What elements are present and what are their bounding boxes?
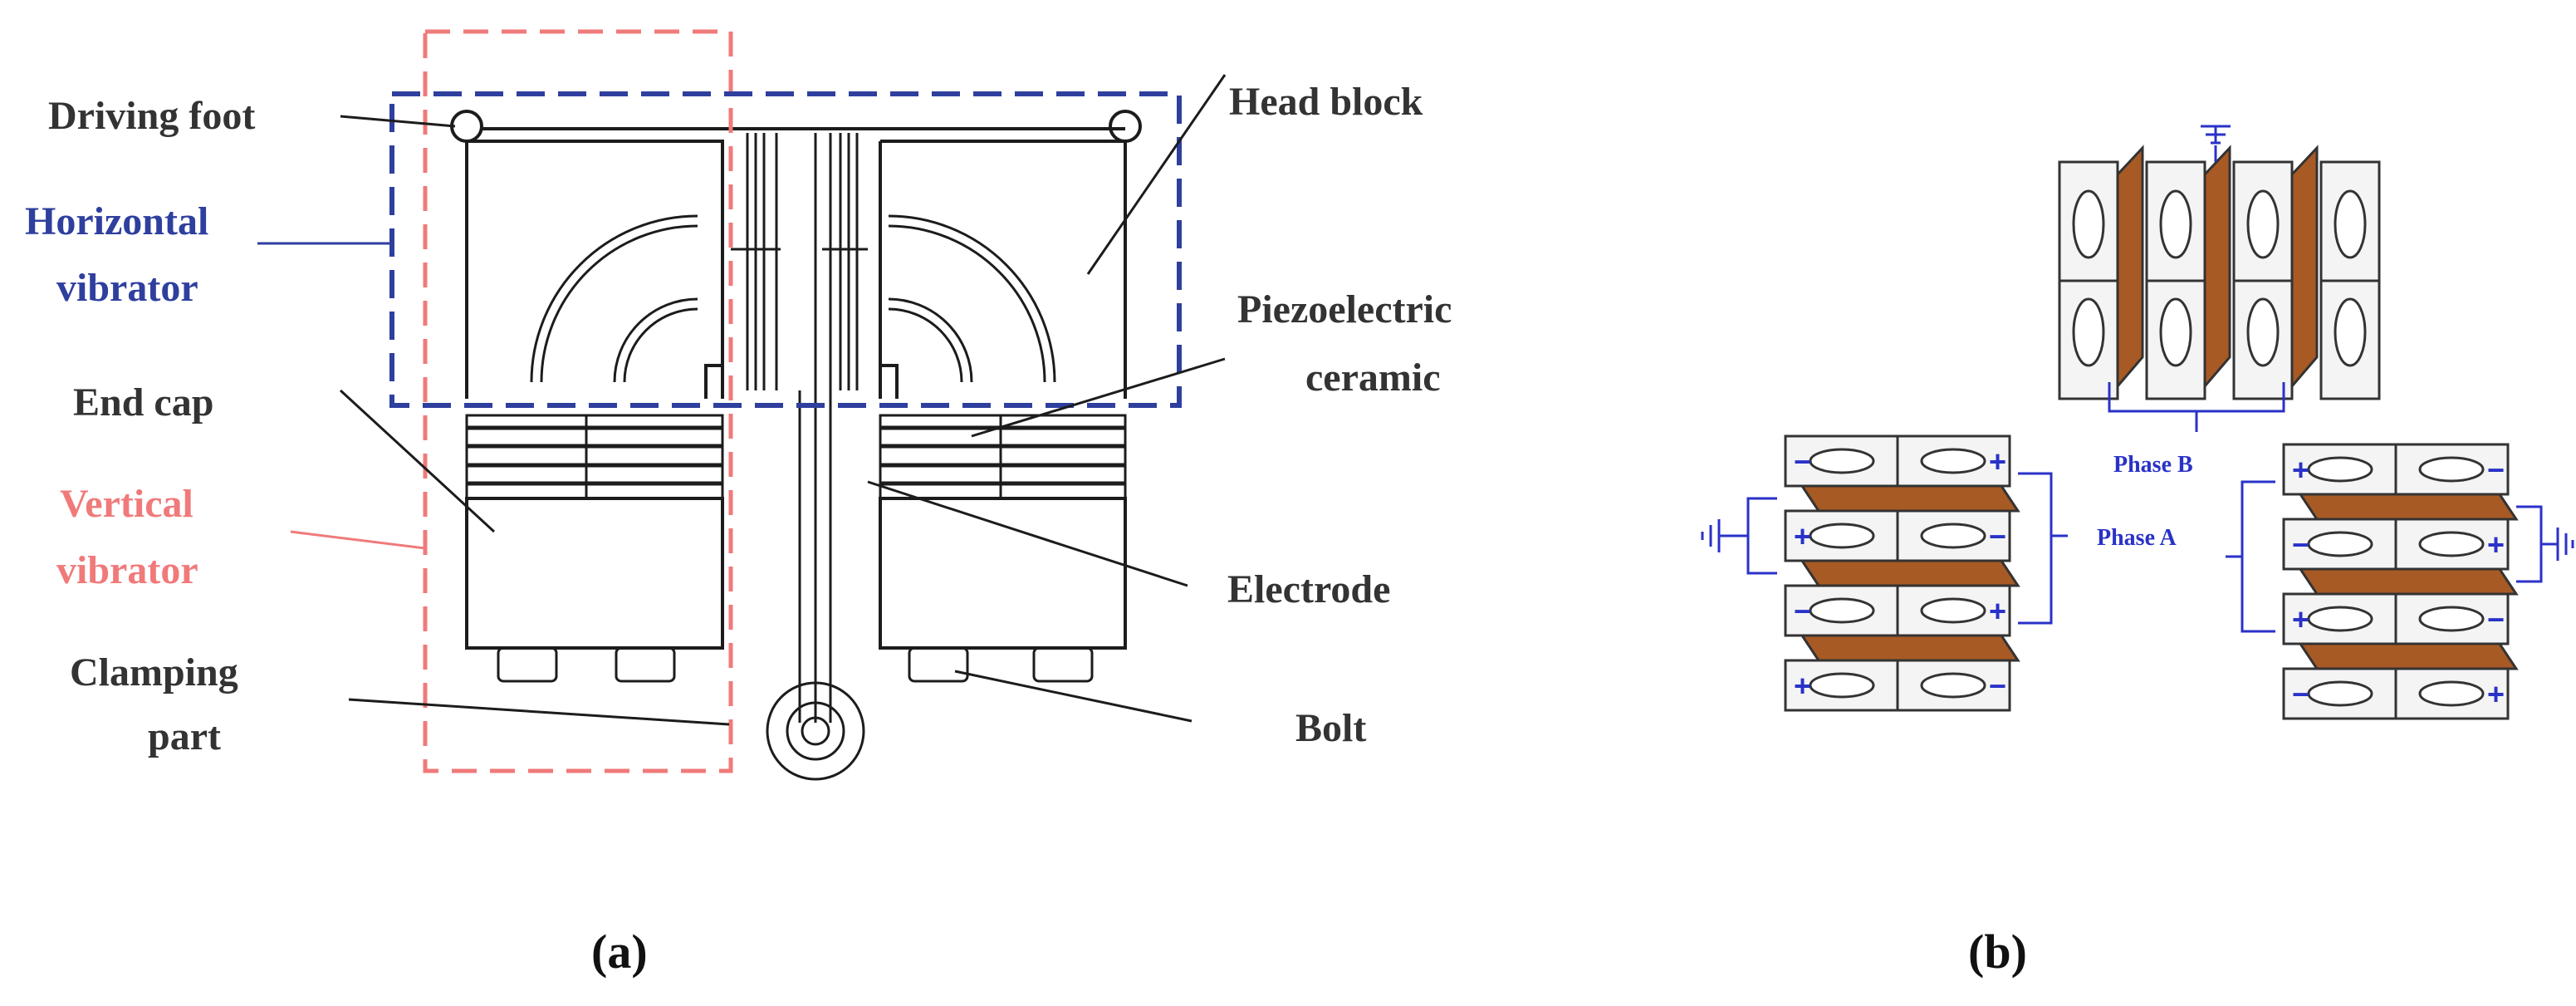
center-stem xyxy=(731,133,868,723)
sign-plus: + xyxy=(1794,669,1811,703)
label-piezoelectric-1: Piezoelectric xyxy=(1237,287,1452,331)
vertical-vibrator-leader xyxy=(290,530,426,550)
label-bolt: Bolt xyxy=(1295,706,1366,750)
panel-a xyxy=(257,29,1227,781)
left-stack-wiring xyxy=(1701,472,2068,625)
sign-plus: + xyxy=(1989,594,2006,628)
panel-b: − + + − − + + − xyxy=(1701,125,2574,720)
phase-b-wiring xyxy=(2108,125,2285,432)
piezo-stack-left xyxy=(465,414,724,500)
end-cap-right xyxy=(879,497,1127,650)
sign-plus: + xyxy=(2292,453,2309,487)
sign-plus: + xyxy=(2487,677,2505,711)
sign-minus: − xyxy=(1794,444,1811,478)
label-clamping-part-1: Clamping xyxy=(70,650,238,694)
label-clamping-part-2: part xyxy=(148,714,221,758)
driving-foot-left xyxy=(450,110,483,143)
bolts xyxy=(497,646,1094,683)
right-stack-signs: + − − + + − − + xyxy=(2292,453,2505,711)
head-block-arcs xyxy=(530,214,1056,383)
sign-minus: − xyxy=(1794,594,1811,628)
driving-foot-right xyxy=(1109,110,1142,143)
sign-minus: − xyxy=(1989,519,2006,553)
label-phase-a: Phase A xyxy=(2097,525,2177,551)
sign-plus: + xyxy=(1794,519,1811,553)
horizontal-vibrator-region xyxy=(389,91,1182,408)
phase-b-stack xyxy=(2058,145,2381,400)
label-piezoelectric-2: ceramic xyxy=(1305,356,1441,400)
right-stack xyxy=(2282,443,2519,720)
vertical-vibrator-region xyxy=(423,29,733,773)
sign-minus: − xyxy=(2487,602,2505,636)
sign-plus: + xyxy=(2292,602,2309,636)
leader-lines xyxy=(339,74,1227,726)
panel-a-labels: Driving foot Horizontal vibrator End cap… xyxy=(25,80,1452,758)
sign-minus: − xyxy=(1989,669,2006,703)
clamping-part xyxy=(766,681,865,781)
label-vertical-vibrator-1: Vertical xyxy=(60,482,193,526)
sign-plus: + xyxy=(1989,444,2006,478)
caption-a: (a) xyxy=(591,925,648,979)
label-phase-b: Phase B xyxy=(2113,452,2193,478)
label-vertical-vibrator-2: vibrator xyxy=(56,548,198,592)
label-driving-foot: Driving foot xyxy=(48,94,255,138)
label-horizontal-vibrator-1: Horizontal xyxy=(25,199,208,243)
end-cap-left xyxy=(465,497,724,650)
label-head-block: Head block xyxy=(1229,80,1423,124)
sign-minus: − xyxy=(2487,453,2505,487)
caption-b: (b) xyxy=(1968,925,2027,979)
left-stack-signs: − + + − − + + − xyxy=(1794,444,2006,703)
sign-minus: − xyxy=(2292,528,2309,562)
label-end-cap: End cap xyxy=(73,380,213,424)
right-stack-wiring xyxy=(2226,480,2574,633)
label-horizontal-vibrator-2: vibrator xyxy=(56,266,198,310)
head-block xyxy=(450,110,1142,399)
label-electrode: Electrode xyxy=(1227,567,1390,611)
sign-minus: − xyxy=(2292,677,2309,711)
left-stack xyxy=(1784,434,2020,712)
sign-plus: + xyxy=(2487,528,2505,562)
